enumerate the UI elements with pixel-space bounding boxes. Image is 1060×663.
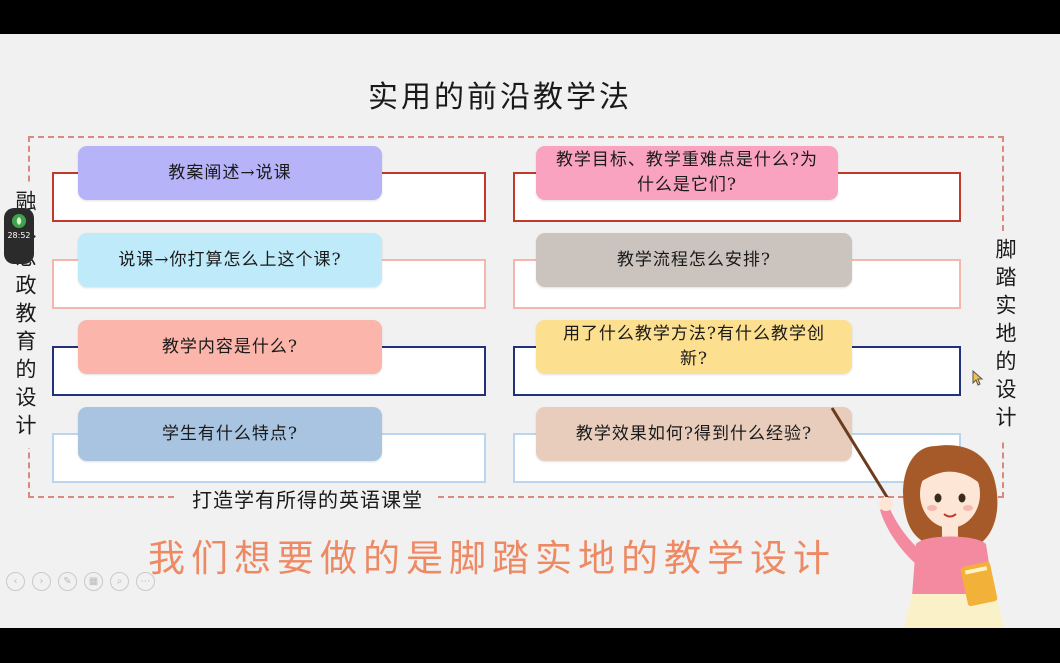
right-item-3: 用了什么教学方法?有什么教学创新? [536, 320, 852, 374]
mouse-cursor-icon [972, 370, 984, 386]
pen-icon[interactable]: ✎ [58, 572, 77, 591]
slide-subtitle: 打造学有所得的英语课堂 [178, 484, 437, 513]
left-item-2: 说课→你打算怎么上这个课? [78, 233, 382, 287]
presentation-slide: 实用的前沿教学法 融入思政教育的设计 脚踏实地的设计 教案阐述→说课 说课→你打… [0, 34, 1060, 628]
recording-timer[interactable]: 28:52 [4, 208, 34, 264]
right-item-4: 教学效果如何?得到什么经验? [536, 407, 852, 461]
leaf-icon [12, 214, 26, 228]
right-item-1: 教学目标、教学重难点是什么?为什么是它们? [536, 146, 838, 200]
left-item-1: 教案阐述→说课 [78, 146, 382, 200]
left-item-4: 学生有什么特点? [78, 407, 382, 461]
prev-icon[interactable]: ‹ [6, 572, 25, 591]
presenter-toolbar: ‹ › ✎ ▦ ⌕ ⋯ [6, 572, 155, 591]
teacher-illustration-icon [830, 407, 1004, 628]
right-item-2: 教学流程怎么安排? [536, 233, 852, 287]
left-item-3: 教学内容是什么? [78, 320, 382, 374]
timer-text: 28:52 [7, 231, 31, 240]
right-vertical-label: 脚踏实地的设计 [990, 232, 1020, 440]
slide-title: 实用的前沿教学法 [368, 80, 632, 115]
headline-text: 我们想要做的是脚踏实地的教学设计 [148, 537, 836, 580]
zoom-icon[interactable]: ⌕ [110, 572, 129, 591]
more-icon[interactable]: ⋯ [136, 572, 155, 591]
grid-icon[interactable]: ▦ [84, 572, 103, 591]
next-icon[interactable]: › [32, 572, 51, 591]
